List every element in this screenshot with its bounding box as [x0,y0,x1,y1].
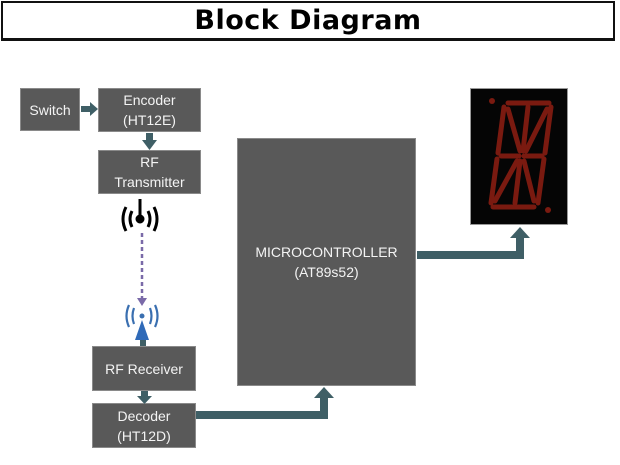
arrow-encoder-to-transmitter [142,133,157,150]
switch-block: Switch [20,88,80,131]
alphanumeric-display-icon [488,98,554,213]
arrow-decoder-to-microcontroller [196,387,334,419]
segment-diag-ul [505,106,523,154]
segment-right-upper [542,104,554,156]
arrow-switch-to-encoder [81,102,98,116]
microcontroller-label: MICROCONTROLLER [255,244,398,260]
arrow-receiver-to-decoder [137,391,152,404]
transmitter-label-1: RF [140,154,159,170]
microcontroller-part: (AT89s52) [294,264,359,280]
encoder-label: Encoder [123,92,176,108]
arrow-microcontroller-to-display [417,227,530,259]
rf-transmitter-block: RF Transmitter [98,150,201,194]
rf-receiver-block: RF Receiver [92,346,196,391]
encoder-block: Encoder (HT12E) [98,88,201,132]
decimal-point-bottom [545,207,551,213]
diagram-title: Block Diagram [194,5,422,36]
wireless-link-arrow [137,233,147,306]
segment-left-upper [495,104,507,156]
antenna-receive-icon [125,304,159,340]
segment-right-lower [535,156,547,206]
segment-center-lower [512,158,523,206]
segment-diag-lr [521,158,537,204]
decoder-label: Decoder [117,407,171,424]
receiver-label: RF Receiver [105,360,183,377]
title-bar: Block Diagram [1,1,615,41]
decoder-block: Decoder (HT12D) [92,403,196,448]
segment-left-lower [488,156,500,206]
alphanumeric-display-block [470,88,568,225]
microcontroller-block: MICROCONTROLLER (AT89s52) [237,138,416,386]
decoder-part: (HT12D) [117,427,171,444]
transmitter-label-2: Transmitter [114,174,185,190]
decimal-point-top [489,98,495,104]
segment-diag-ll [492,158,520,204]
switch-label: Switch [29,101,71,118]
antenna-transmit-icon [121,199,159,232]
arrow-antenna-to-receiver [140,340,146,346]
segment-diag-ur [523,106,550,154]
segment-center-upper [520,104,531,154]
encoder-part: (HT12E) [123,112,176,128]
